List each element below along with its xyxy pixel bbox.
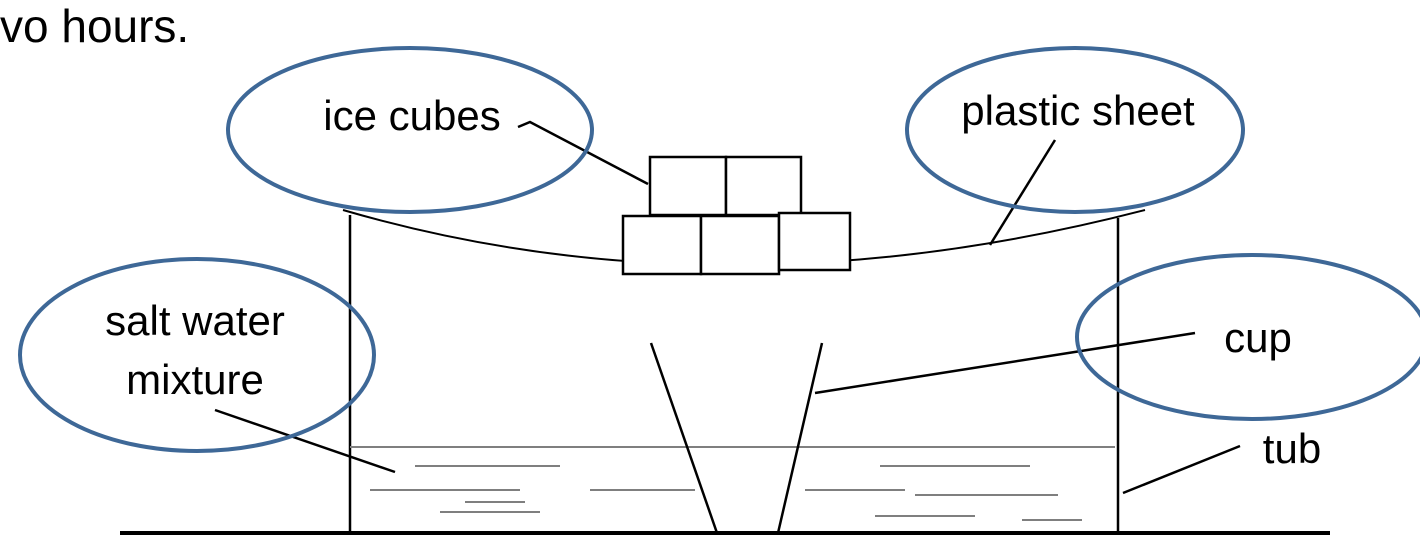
ice-cubes-label: ice cubes xyxy=(323,92,500,139)
ice-cube xyxy=(724,155,803,217)
plastic-sheet-leader xyxy=(988,139,1057,246)
plastic-sheet-label: plastic sheet xyxy=(961,87,1195,134)
cup-callout-ellipse xyxy=(1075,253,1420,421)
ice-cube xyxy=(777,211,852,272)
ice-cube xyxy=(699,214,781,276)
leader-lines xyxy=(214,120,1241,495)
ice-cubes-callout-ellipse xyxy=(226,46,594,214)
cup-label: cup xyxy=(1224,314,1292,361)
ice-cube xyxy=(621,214,703,276)
salt-water-label-line2: mixture xyxy=(126,356,264,403)
ice-cubes-leader xyxy=(517,120,649,186)
cup-leader xyxy=(814,331,1196,395)
salt-water-label-line1: salt water xyxy=(105,297,285,344)
ice-cubes-stack xyxy=(621,155,852,276)
salt-water-callout-ellipse xyxy=(18,257,376,453)
cup xyxy=(649,342,824,534)
callout-ellipses xyxy=(18,46,1420,453)
plastic-sheet-callout-ellipse xyxy=(905,46,1245,214)
water-ripples xyxy=(370,465,1082,521)
ice-cube xyxy=(648,155,728,217)
tub-label: tub xyxy=(1263,425,1321,472)
tub-leader xyxy=(1122,444,1241,495)
cropped-instruction-text: vo hours. xyxy=(0,0,190,52)
salt-water-leader xyxy=(214,408,396,474)
